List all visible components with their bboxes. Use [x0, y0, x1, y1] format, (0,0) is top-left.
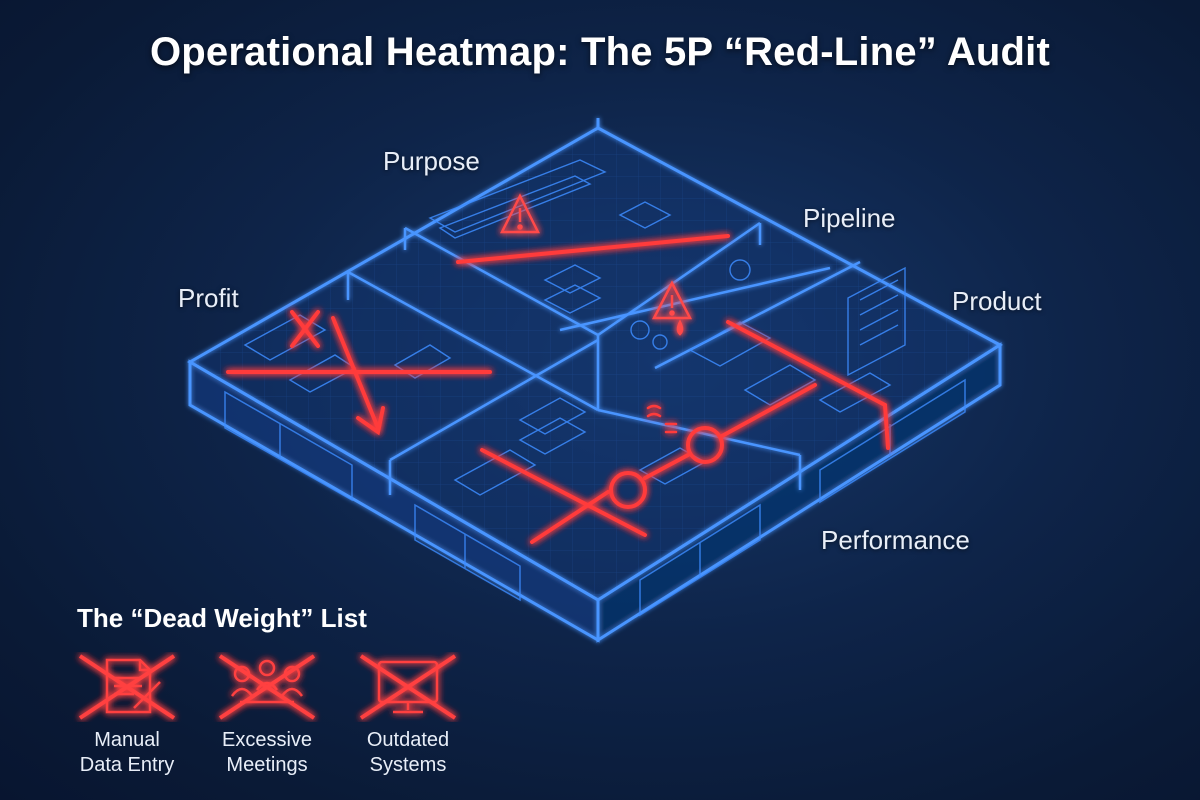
dead-weight-list-title: The “Dead Weight” List [77, 603, 367, 633]
dead-weight-label: Manual Data Entry [79, 729, 175, 776]
warning-icon-purpose [499, 193, 541, 234]
page-title: Operational Heatmap: The 5P “Red-Line” A… [149, 30, 1051, 74]
room-label-performance: Performance [821, 525, 970, 555]
room-label-profit: Profit [178, 283, 239, 313]
meeting-people-icon [218, 654, 316, 720]
dead-weight-item-excessive-meetings: Excessive Meetings [202, 652, 332, 778]
computer-monitor-icon [359, 654, 457, 720]
wall-panels [224, 378, 966, 617]
dead-weight-label: Excessive Meetings [221, 729, 313, 776]
dead-weight-item-manual-data-entry: Manual Data Entry [62, 652, 192, 778]
warning-icon-pipeline [651, 280, 693, 336]
furniture [243, 159, 906, 496]
room-label-pipeline: Pipeline [803, 203, 896, 233]
room-label-purpose: Purpose [383, 146, 480, 176]
dead-weight-item-outdated-systems: Outdated Systems [343, 652, 473, 778]
room-label-product: Product [952, 286, 1042, 316]
document-pen-icon [78, 654, 176, 720]
outer-walls [187, 118, 1003, 643]
red-line-annotations [226, 234, 890, 544]
dead-weight-label: Outdated Systems [366, 729, 450, 776]
